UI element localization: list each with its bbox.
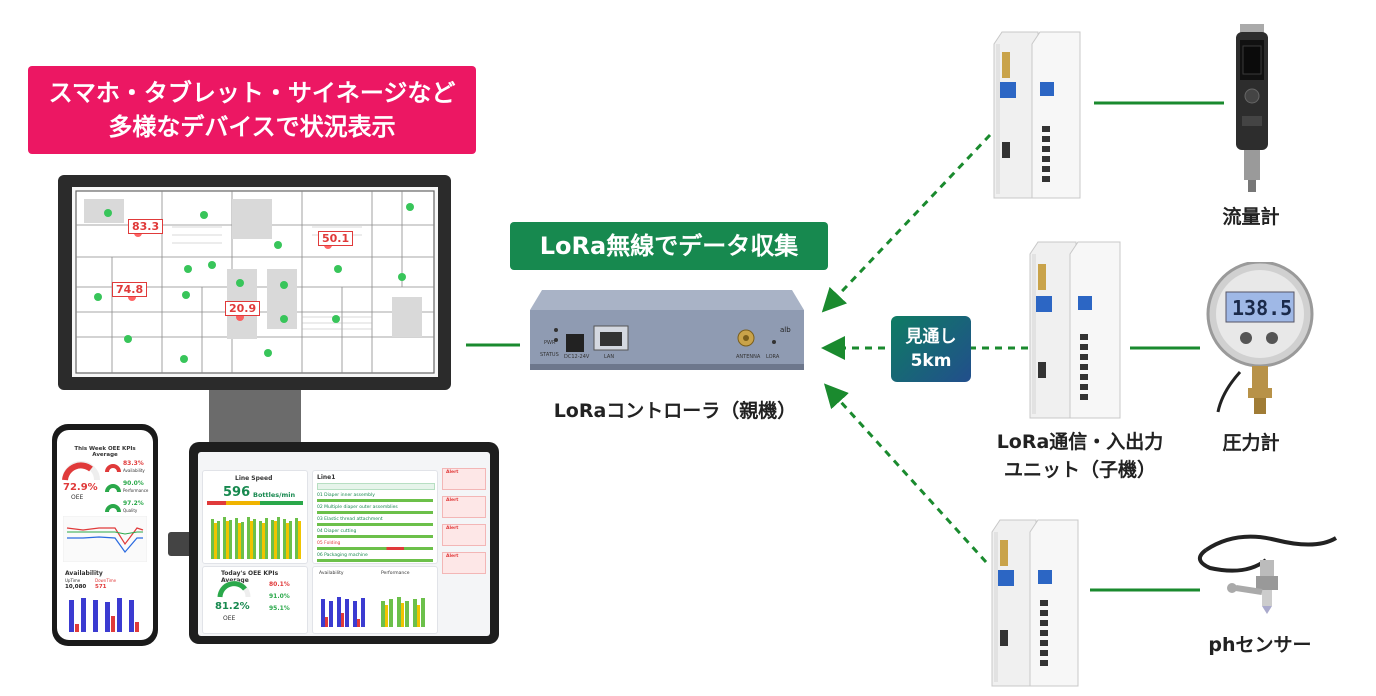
phone-title: This Week OEE KPIs Average [74,446,136,458]
tablet-availability-chart [321,597,365,627]
tablet-availability-label: Availability [319,571,344,576]
phone-uptime-value: 10,080 [65,584,87,590]
alert-label: Alert [446,554,459,559]
step-5: 05 Folding [317,541,341,546]
alert-item: Alert [442,552,486,574]
port-lora-label: LORA [766,354,780,360]
today-oee-gauge [217,580,251,598]
line-title: Line1 [317,474,336,481]
port-dc-label: DC12-24V [564,354,590,360]
phone-availability: 83.3% [123,460,144,467]
io-unit-bottom [991,519,1079,687]
phone-downtime-value: 571 [95,584,107,590]
tablet-performance-chart [381,597,425,627]
line-speed-card: Line Speed 596 Bottles/min [202,470,308,564]
today-kpi-3: 95.1% [269,605,290,612]
phone-availability-label: Availability [123,468,145,473]
headline-badge: スマホ・タブレット・サイネージなど 多様なデバイスで状況表示 [28,66,476,154]
tablet-mount [168,532,192,556]
today-oee-label: OEE [223,615,236,622]
today-kpi-1: 80.1% [269,581,290,588]
phone-oee-label: OEE [71,494,84,501]
alert-item: Alert [442,496,486,518]
line-speed-value: 596 [223,485,251,500]
phone-oee-value: 72.9% [63,482,98,493]
port-lan-label: LAN [604,354,615,360]
step-2: 02 Multiple diaper outer assemblies [317,505,398,510]
distance-badge: 見通し 5km [891,316,971,382]
ph-sensor-device [1198,534,1338,614]
today-oee-card: Today's OEE KPIs Average 81.2% OEE 80.1%… [202,566,308,634]
phone-performance-label: Performance [123,488,149,493]
lora-badge: LoRa無線でデータ収集 [510,222,828,270]
map-value-3: 74.8 [112,282,148,297]
flow-meter-label: 流量計 [1222,206,1280,228]
alert-item: Alert [442,468,486,490]
controller-brand: alb [780,326,791,334]
distance-line1: 見通し [905,327,957,347]
phone-availability-section: Availability [65,570,103,577]
map-value-4: 20.9 [225,301,261,316]
line-speed-label: Line Speed [235,475,273,482]
alert-list: Alert Alert Alert Alert [442,468,486,580]
port-status-label: STATUS [540,352,559,358]
node-label: LoRa通信・入出力 ユニット（子機） [960,428,1200,484]
alert-label: Alert [446,470,459,475]
flow-meter-device [1236,24,1268,192]
pressure-display-value: 138.5 [1232,296,1293,320]
alert-label: Alert [446,526,459,531]
line-status-bar [317,483,435,490]
today-kpi-2: 91.0% [269,593,290,600]
line-speed-scale [207,501,303,505]
node-label-line2: ユニット（子機） [1003,459,1156,481]
wireless-link-top [821,133,992,313]
port-antenna-label: ANTENNA [736,354,761,360]
step-3: 03 Elastic thread attachment [317,517,383,522]
floor-map-screen: 83.3 50.1 74.8 20.9 [72,187,438,377]
node-label-line1: LoRa通信・入出力 [996,431,1164,453]
map-value-2: 50.1 [318,231,354,246]
phone-downtime-label: DownTime [95,578,117,583]
port-pwr-label: PWR [544,340,556,346]
line-speed-chart [211,517,301,559]
map-value-1: 83.3 [128,219,164,234]
controller-label: LoRaコントローラ（親機） [553,400,797,422]
phone-line-chart [63,516,147,562]
phone-quality: 97.2% [123,500,144,507]
tablet-performance-label: Performance [381,571,410,576]
line-speed-unit: Bottles/min [253,491,296,499]
phone-screen: This Week OEE KPIs Average 72.9% OEE 83.… [57,430,153,640]
headline-line1: スマホ・タブレット・サイネージなど [48,79,456,107]
phone-kpi-gauges [105,464,121,513]
line-status-card: Line1 01 Diaper inner assembly 02 Multip… [312,470,438,564]
phone-bar-chart [69,598,139,632]
phone-performance: 90.0% [123,480,144,487]
availability-performance-card: Availability Performance [312,566,438,634]
step-list: 01 Diaper inner assembly 02 Multiple dia… [317,493,433,565]
ph-sensor-label: phセンサー [1208,634,1312,656]
distance-line2: 5km [910,351,952,371]
io-unit-middle [1029,241,1121,419]
today-oee-title: Today's OEE KPIs Average [221,570,279,584]
pressure-gauge-device [1206,262,1314,414]
alert-label: Alert [446,498,459,503]
phone-uptime-label: UpTime [65,578,81,583]
tablet-screen: Line Speed 596 Bottles/min Today's OEE K… [198,452,490,636]
lora-controller-device [530,290,804,370]
headline-line2: 多様なデバイスで状況表示 [108,113,396,141]
alert-item: Alert [442,524,486,546]
today-oee-value: 81.2% [215,601,250,612]
pressure-gauge-label: 圧力計 [1222,432,1280,454]
io-unit-top [993,31,1081,199]
phone-oee-gauge [62,461,100,481]
step-4: 04 Diaper cutting [317,529,357,534]
phone-quality-label: Quality [123,508,138,513]
step-1: 01 Diaper inner assembly [317,493,375,498]
step-6: 06 Packaging machine [317,553,368,558]
